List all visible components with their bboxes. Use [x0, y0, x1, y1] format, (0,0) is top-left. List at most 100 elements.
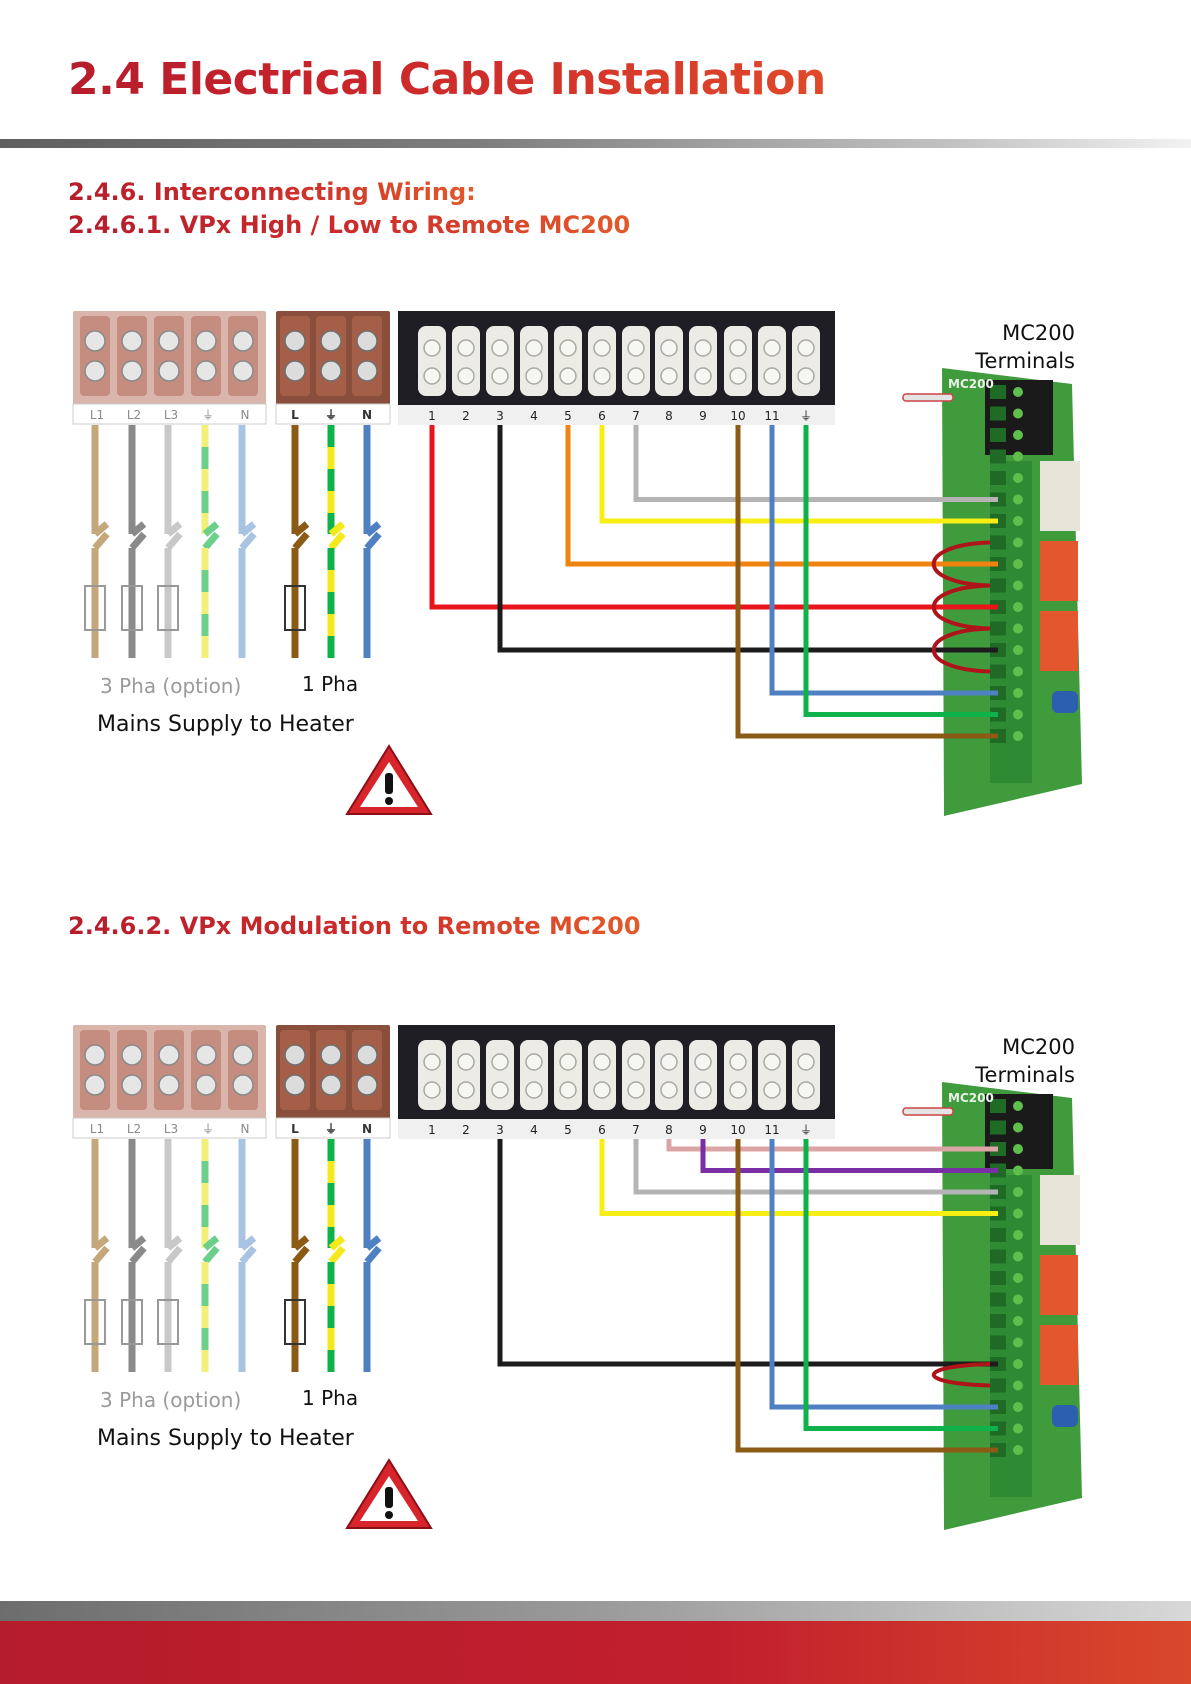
- mc200-terminals-label: MC200: [1002, 321, 1075, 345]
- strip-terminal-number: 5: [564, 1123, 572, 1137]
- strip-terminal-number: 8: [665, 1123, 673, 1137]
- footer-band: [0, 1621, 1191, 1684]
- wire-blue: [769, 425, 998, 696]
- wire-brown: [735, 1139, 998, 1453]
- terminal-label: L2: [127, 1122, 141, 1136]
- strip-terminal-number: ⏚: [800, 1123, 812, 1137]
- wire-yellow: [599, 425, 998, 524]
- mc200-board-label: MC200: [948, 377, 994, 391]
- fuse-icon: [284, 585, 306, 631]
- strip-terminal-number: 5: [564, 409, 572, 423]
- mains-supply-caption: Mains Supply to Heater: [97, 712, 355, 737]
- wire-black: [497, 1139, 998, 1367]
- board-link-wires: [932, 1362, 991, 1388]
- mc200-terminals-label: Terminals: [974, 349, 1075, 373]
- wire-black: [497, 425, 998, 653]
- wire-blue: [769, 1139, 998, 1410]
- phase1-label: 1 Pha: [302, 672, 358, 696]
- terminal-label: ⏚: [202, 1122, 214, 1136]
- link-wire: [931, 626, 991, 674]
- page-title: 2.4 Electrical Cable Installation: [68, 54, 826, 105]
- wire-grey: [633, 1139, 998, 1195]
- terminal-label: L: [291, 1122, 299, 1136]
- fuse-icon: [157, 585, 179, 631]
- strip-terminal-number: 11: [764, 1123, 779, 1137]
- wire-orange: [565, 425, 998, 567]
- terminal-block-3-phase: L1 L2 L3 ⏚ N: [72, 1025, 267, 1139]
- fuse-icon: [121, 585, 143, 631]
- mc200-board: MC200: [902, 1082, 1082, 1530]
- terminal-block-1-phase: L ⏚ N: [275, 311, 391, 425]
- section-heading-high-low: 2.4.6.1. VPx High / Low to Remote MC200: [68, 209, 630, 242]
- terminal-label: L3: [164, 408, 178, 422]
- phase3-label: 3 Pha (option): [100, 1388, 241, 1412]
- mains-supply-wires: [84, 1139, 382, 1372]
- strip-terminal-number: ⏚: [800, 409, 812, 423]
- strip-terminal-number: 6: [598, 409, 606, 423]
- mc200-terminals-label: MC200: [1002, 1035, 1075, 1059]
- strip-terminal-number: 2: [462, 1123, 470, 1137]
- section-heading-interconnecting: 2.4.6. Interconnecting Wiring:: [68, 176, 476, 209]
- mc200-board: MC200: [902, 368, 1082, 816]
- terminal-label: L1: [90, 408, 104, 422]
- terminal-label: N: [241, 1122, 250, 1136]
- board-link-wires: [931, 540, 991, 674]
- terminal-label: ⏚: [325, 1122, 337, 1136]
- link-wire: [931, 583, 991, 631]
- footer-rule-grey: [0, 1601, 1191, 1621]
- strip-terminal-number: 10: [730, 409, 745, 423]
- mains-supply-caption: Mains Supply to Heater: [97, 1426, 355, 1451]
- wire-green: [803, 425, 998, 717]
- strip-terminal-number: 9: [699, 1123, 707, 1137]
- interconnecting-wires: [429, 425, 998, 739]
- strip-terminal-number: 8: [665, 409, 673, 423]
- warning-triangle-icon: [345, 1458, 433, 1529]
- wire-yellow: [599, 1139, 998, 1216]
- terminal-block-1-phase: L ⏚ N: [275, 1025, 391, 1139]
- mains-supply-wires: [84, 425, 382, 658]
- phase3-label: 3 Pha (option): [100, 674, 241, 698]
- terminal-label: N: [362, 408, 372, 422]
- wire-purple: [700, 1139, 998, 1173]
- section-heading-modulation: 2.4.6.2. VPx Modulation to Remote MC200: [68, 910, 641, 943]
- terminal-label: N: [362, 1122, 372, 1136]
- strip-terminal-number: 2: [462, 409, 470, 423]
- terminal-label: L3: [164, 1122, 178, 1136]
- strip-terminal-number: 3: [496, 409, 504, 423]
- warning-triangle-icon: [345, 744, 433, 815]
- fuse-icon: [284, 1299, 306, 1345]
- mc200-terminals-label: Terminals: [974, 1063, 1075, 1087]
- header-rule: [0, 139, 1191, 148]
- terminal-label: L: [291, 408, 299, 422]
- strip-terminal-number: 10: [730, 1123, 745, 1137]
- fuse-icon: [157, 1299, 179, 1345]
- terminal-label: L1: [90, 1122, 104, 1136]
- phase1-label: 1 Pha: [302, 1386, 358, 1410]
- terminal-label: N: [241, 408, 250, 422]
- fuse-icon: [84, 585, 106, 631]
- strip-terminal-number: 6: [598, 1123, 606, 1137]
- wire-red: [429, 425, 998, 610]
- mc200-board-label: MC200: [948, 1091, 994, 1105]
- fuse-icon: [121, 1299, 143, 1345]
- strip-terminal-number: 1: [428, 1123, 436, 1137]
- strip-terminal-number: 1: [428, 409, 436, 423]
- terminal-label: L2: [127, 408, 141, 422]
- interconnecting-wires: [497, 1139, 998, 1453]
- link-wire: [931, 540, 991, 588]
- strip-terminal-number: 4: [530, 1123, 538, 1137]
- wire-grey: [633, 425, 998, 502]
- strip-terminal-number: 11: [764, 409, 779, 423]
- terminal-label: ⏚: [325, 408, 337, 422]
- terminal-label: ⏚: [202, 408, 214, 422]
- fuse-icon: [84, 1299, 106, 1345]
- wire-green: [803, 1139, 998, 1431]
- wire-pink: [666, 1139, 998, 1152]
- link-wire: [932, 1362, 991, 1388]
- wire-brown: [735, 425, 998, 739]
- strip-terminal-number: 9: [699, 409, 707, 423]
- strip-terminal-number: 4: [530, 409, 538, 423]
